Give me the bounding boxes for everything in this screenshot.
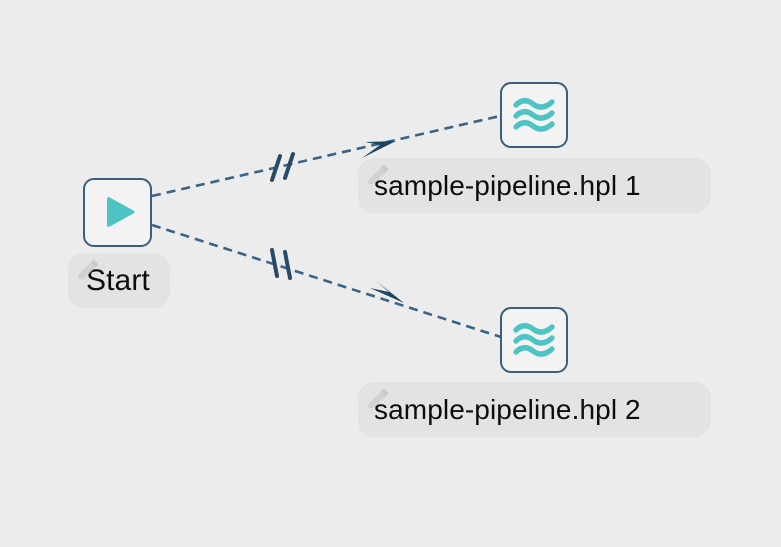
pencil-icon[interactable] — [364, 386, 390, 412]
node-pipeline1-label[interactable]: sample-pipeline.hpl 1 — [358, 158, 711, 213]
node-pipeline2-label-text: sample-pipeline.hpl 2 — [374, 393, 641, 425]
node-pipeline1[interactable] — [500, 82, 568, 148]
hop-marker-ticks[interactable] — [270, 152, 295, 182]
pencil-icon[interactable] — [364, 162, 390, 188]
play-triangle-icon — [106, 196, 135, 227]
hop-line — [151, 223, 505, 340]
node-pipeline2[interactable] — [500, 307, 568, 373]
node-pipeline1-label-text: sample-pipeline.hpl 1 — [374, 169, 641, 201]
hop-arrowhead — [370, 281, 404, 303]
hop-start-to-pipeline2[interactable] — [151, 223, 505, 340]
node-start-label-text: Start — [86, 263, 150, 297]
hop-marker-ticks[interactable] — [270, 248, 292, 280]
hop-tick-1 — [270, 248, 279, 278]
node-pipeline2-label[interactable]: sample-pipeline.hpl 2 — [358, 382, 711, 437]
pipeline-waves-icon — [513, 98, 555, 132]
pipeline-waves-icon — [513, 323, 555, 357]
hop-tick-2 — [283, 152, 295, 180]
hop-arrowhead — [362, 141, 396, 158]
node-start[interactable] — [83, 178, 152, 247]
hop-tick-2 — [283, 250, 292, 280]
hop-tick-1 — [270, 154, 282, 182]
node-start-label[interactable]: Start — [68, 253, 170, 308]
pencil-icon[interactable] — [74, 257, 100, 283]
